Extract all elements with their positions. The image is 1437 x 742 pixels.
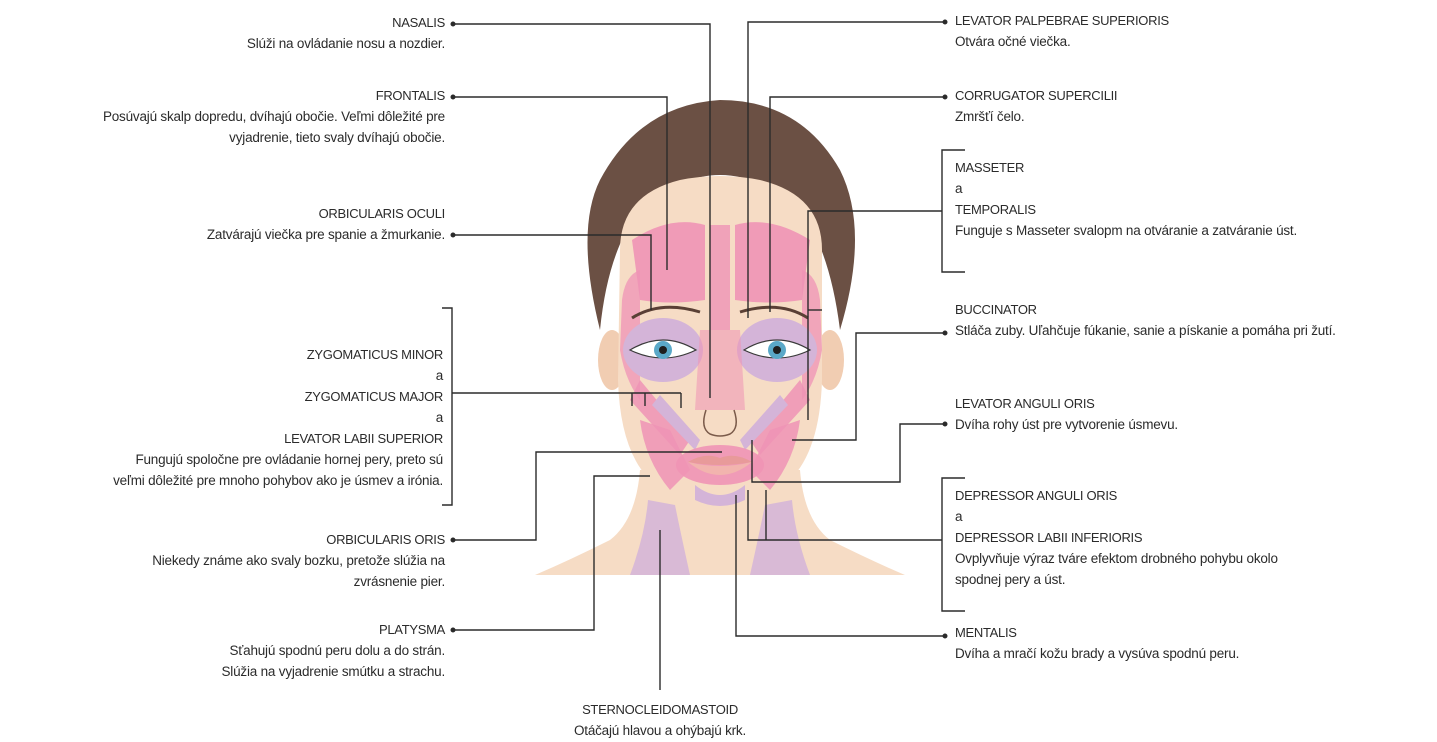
zygomaticus-minor-title: ZYGOMATICUS MINOR xyxy=(113,344,443,365)
mentalis-desc: Dvíha a mračí kožu brady a vysúva spodnú… xyxy=(955,643,1239,664)
frontalis-desc: Posúvajú skalp dopredu, dvíhajú obočie. … xyxy=(103,106,445,148)
bracket-zygomaticus xyxy=(442,308,452,505)
label-orbicularis-oris: ORBICULARIS ORIS Niekedy známe ako svaly… xyxy=(152,529,445,592)
masseter-and: a xyxy=(955,178,1297,199)
corrugator-title: CORRUGATOR SUPERCILII xyxy=(955,85,1117,106)
masseter-title: MASSETER xyxy=(955,157,1297,178)
nasalis-title: NASALIS xyxy=(247,12,445,33)
sternocleidomastoid-title: STERNOCLEIDOMASTOID xyxy=(560,699,760,720)
label-mentalis: MENTALIS Dvíha a mračí kožu brady a vysú… xyxy=(955,622,1239,664)
label-platysma: PLATYSMA Sťahujú spodnú peru dolu a do s… xyxy=(221,619,445,682)
masseter-desc: Funguje s Masseter svalopm na otváranie … xyxy=(955,220,1297,241)
levator-palpebrae-title: LEVATOR PALPEBRAE SUPERIORIS xyxy=(955,10,1169,31)
label-corrugator: CORRUGATOR SUPERCILII Zmršťí čelo. xyxy=(955,85,1117,127)
orbicularis-oris-title: ORBICULARIS ORIS xyxy=(152,529,445,550)
orbicularis-oris-desc: Niekedy známe ako svaly bozku, pretože s… xyxy=(152,550,445,592)
orbicularis-oculi-desc: Zatvárajú viečka pre spanie a žmurkanie. xyxy=(207,224,445,245)
label-buccinator: BUCCINATOR Stláča zuby. Uľahčuje fúkanie… xyxy=(955,299,1336,341)
zygomaticus-major-title: ZYGOMATICUS MAJOR xyxy=(113,386,443,407)
label-levator-anguli: LEVATOR ANGULI ORIS Dvíha rohy úst pre v… xyxy=(955,393,1178,435)
mentalis-title: MENTALIS xyxy=(955,622,1239,643)
levator-anguli-title: LEVATOR ANGULI ORIS xyxy=(955,393,1178,414)
zygomaticus-and-1: a xyxy=(113,365,443,386)
zygomaticus-and-2: a xyxy=(113,407,443,428)
zygomaticus-desc: Fungujú spoločne pre ovládanie hornej pe… xyxy=(113,449,443,491)
label-sternocleidomastoid: STERNOCLEIDOMASTOID Otáčajú hlavou a ohý… xyxy=(560,699,760,741)
label-orbicularis-oculi: ORBICULARIS OCULI Zatvárajú viečka pre s… xyxy=(207,203,445,245)
platysma-title: PLATYSMA xyxy=(221,619,445,640)
label-zygomaticus: ZYGOMATICUS MINOR a ZYGOMATICUS MAJOR a … xyxy=(113,344,443,491)
label-depressor: DEPRESSOR ANGULI ORIS a DEPRESSOR LABII … xyxy=(955,485,1278,590)
corrugator-desc: Zmršťí čelo. xyxy=(955,106,1117,127)
nasalis-desc: Slúži na ovládanie nosu a nozdier. xyxy=(247,33,445,54)
platysma-desc: Sťahujú spodnú peru dolu a do strán. Slú… xyxy=(221,640,445,682)
levator-palpebrae-desc: Otvára očné viečka. xyxy=(955,31,1169,52)
sternocleidomastoid-desc: Otáčajú hlavou a ohýbajú krk. xyxy=(560,720,760,741)
temporalis-title: TEMPORALIS xyxy=(955,199,1297,220)
depressor-labii-title: DEPRESSOR LABII INFERIORIS xyxy=(955,527,1278,548)
label-nasalis: NASALIS Slúži na ovládanie nosu a nozdie… xyxy=(247,12,445,54)
label-masseter: MASSETER a TEMPORALIS Funguje s Masseter… xyxy=(955,157,1297,241)
depressor-and: a xyxy=(955,506,1278,527)
label-levator-palpebrae: LEVATOR PALPEBRAE SUPERIORIS Otvára očné… xyxy=(955,10,1169,52)
buccinator-desc: Stláča zuby. Uľahčuje fúkanie, sanie a p… xyxy=(955,320,1336,341)
buccinator-title: BUCCINATOR xyxy=(955,299,1336,320)
orbicularis-oculi-title: ORBICULARIS OCULI xyxy=(207,203,445,224)
depressor-desc: Ovplyvňuje výraz tváre efektom drobného … xyxy=(955,548,1278,590)
label-frontalis: FRONTALIS Posúvajú skalp dopredu, dvíhaj… xyxy=(103,85,445,148)
depressor-anguli-title: DEPRESSOR ANGULI ORIS xyxy=(955,485,1278,506)
levator-labii-title: LEVATOR LABII SUPERIOR xyxy=(113,428,443,449)
levator-anguli-desc: Dvíha rohy úst pre vytvorenie úsmevu. xyxy=(955,414,1178,435)
frontalis-title: FRONTALIS xyxy=(103,85,445,106)
